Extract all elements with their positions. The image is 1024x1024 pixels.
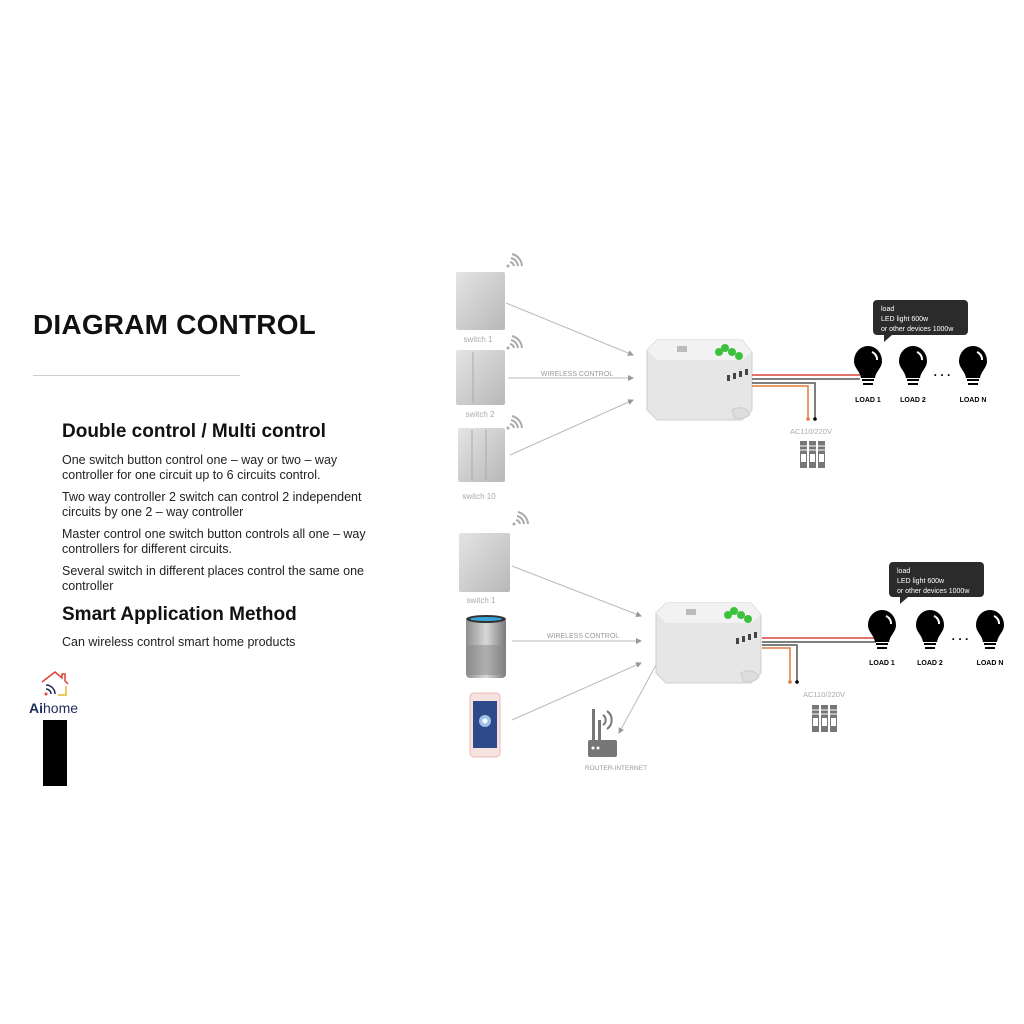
bubble-line: or other devices 1000w (881, 326, 954, 333)
bulb-icon (975, 609, 1005, 650)
arrow (505, 302, 634, 356)
bulb-icon (958, 345, 988, 386)
diagram-bottom: switch 1 WIRELESS CONTROL R (459, 511, 1005, 772)
bulb-icon (867, 609, 897, 650)
breaker-icon (799, 440, 826, 469)
controller-module (646, 339, 753, 421)
bubble-line: LED light 600w (897, 578, 945, 585)
paragraph: Two way controller 2 switch can control … (62, 490, 362, 519)
load-bubble: load LED light 600w or other devices 100… (873, 300, 968, 342)
ellipsis: . . . (952, 629, 969, 643)
load-label: LOAD 2 (917, 660, 943, 667)
load-label: LOAD 2 (900, 397, 926, 404)
smartphone-app (469, 692, 501, 758)
wifi-icon (505, 335, 523, 351)
house-logo-icon (41, 671, 69, 696)
section-heading-double-control: Double control / Multi control (62, 421, 326, 442)
breaker-icon (811, 704, 838, 733)
section-heading-smart-application: Smart Application Method (62, 604, 297, 625)
paragraph: Can wireless control smart home products (62, 635, 296, 649)
switch-1-single (459, 533, 510, 592)
smart-speaker (466, 615, 506, 678)
black-bar (43, 720, 67, 786)
bubble-line: load (897, 568, 910, 575)
logo: Aihome (29, 700, 78, 716)
paragraph: One switch button control one – way or t… (62, 453, 338, 482)
power-label: AC110/220V (790, 427, 832, 436)
router-icon (588, 709, 617, 757)
load-label: LOAD 1 (869, 660, 895, 667)
logo-suffix: home (43, 700, 79, 716)
load-label: LOAD N (960, 397, 987, 404)
wireless-control-label: WIRELESS CONTROL (541, 371, 613, 378)
switch-1-single (456, 272, 505, 330)
bubble-line: LED light 600w (881, 316, 929, 323)
load-bubble: load LED light 600w or other devices 100… (889, 562, 984, 604)
ellipsis: . . . (934, 365, 951, 379)
paragraph: Several switch in different places contr… (62, 564, 365, 593)
wireless-control-label: WIRELESS CONTROL (547, 633, 619, 640)
wifi-icon (505, 253, 523, 269)
router-label: ROUTER-INTERNET (585, 765, 647, 772)
logo-prefix: Ai (29, 700, 43, 716)
paragraph: Master control one switch button control… (62, 527, 366, 556)
arrow (618, 664, 657, 734)
controller-module (655, 602, 762, 684)
page-title: DIAGRAM CONTROL (33, 309, 316, 340)
bulb-icon (898, 345, 928, 386)
divider (33, 375, 240, 376)
switch-label: switch 2 (466, 410, 495, 419)
diagram-top: switch 1 switch 2 switch 10 WIRELESS CON… (456, 253, 988, 501)
arrow (509, 399, 634, 456)
bubble-line: load (881, 306, 894, 313)
switch-2-double (456, 350, 505, 405)
bulb-icon (915, 609, 945, 650)
wifi-icon (511, 511, 529, 527)
switch-label: switch 1 (467, 596, 496, 605)
load-label: LOAD 1 (855, 397, 881, 404)
bubble-line: or other devices 1000w (897, 588, 970, 595)
power-label: AC110/220V (803, 690, 845, 699)
switch-10-triple (458, 428, 505, 482)
load-label: LOAD N (977, 660, 1004, 667)
wires (752, 374, 860, 421)
arrow (511, 565, 642, 617)
wires (762, 637, 876, 684)
arrow (511, 662, 642, 721)
switch-label: switch 1 (464, 335, 493, 344)
switch-label: switch 10 (462, 492, 496, 501)
wifi-icon (505, 415, 523, 431)
